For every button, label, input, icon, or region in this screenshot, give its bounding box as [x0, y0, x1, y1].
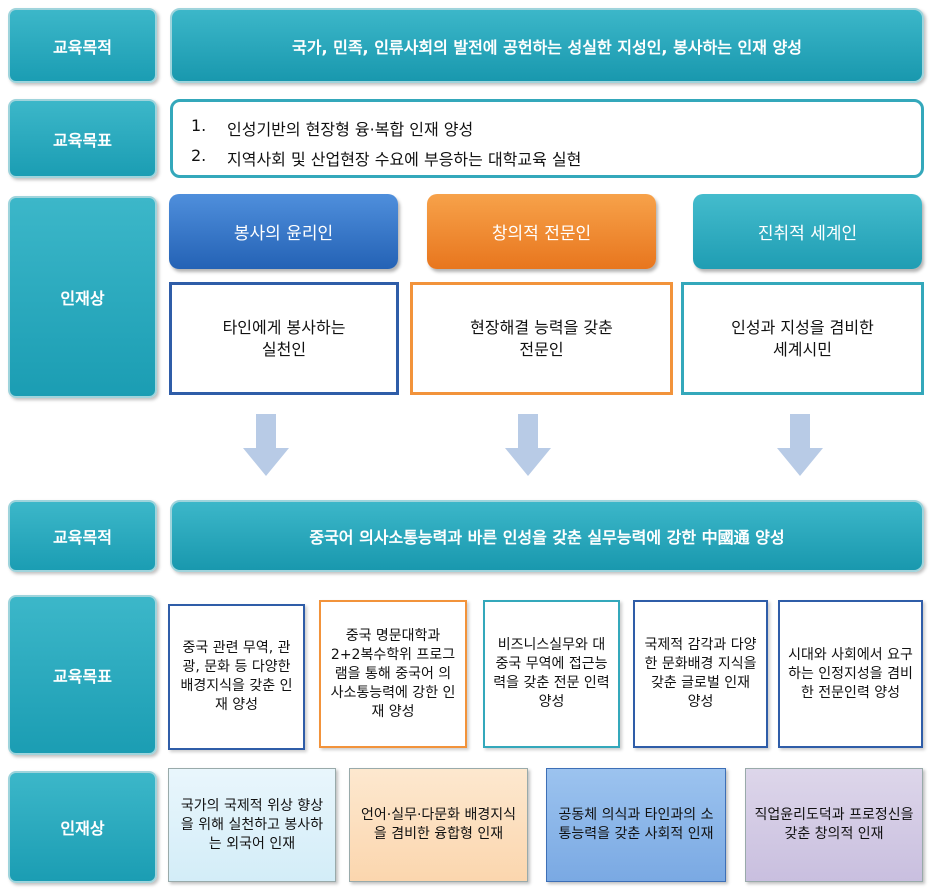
talent-title-global: 진취적 세계인 — [693, 194, 922, 269]
goal-item: 2.지역사회 및 산업현장 수요에 부응하는 대학교육 실현 — [191, 146, 582, 169]
down-arrow-icon — [505, 414, 551, 476]
university-purpose-banner: 국가, 민족, 인류사회의 발전에 공헌하는 성실한 지성인, 봉사하는 인재 … — [170, 8, 924, 83]
down-arrow-icon — [243, 414, 289, 476]
dept-purpose-banner: 중국어 의사소통능력과 바른 인성을 갖춘 실무능력에 강한 中國通 양성 — [170, 500, 924, 572]
university-goal-label: 교육목표 — [8, 99, 157, 178]
dept-talent-item: 언어·실무·다문화 배경지식을 겸비한 융합형 인재 — [349, 768, 528, 882]
talent-title-ethical: 봉사의 윤리인 — [169, 194, 398, 269]
dept-goal-item: 국제적 감각과 다양한 문화배경 지식을 갖춘 글로벌 인재 양성 — [633, 600, 768, 748]
university-purpose-label: 교육목적 — [8, 8, 157, 83]
talent-desc-global: 인성과 지성을 겸비한 세계시민 — [681, 282, 924, 395]
dept-goal-label: 교육목표 — [8, 595, 157, 755]
dept-goal-item: 중국 명문대학과 2+2복수학위 프로그램을 통해 중국어 의사소통능력에 강한… — [319, 600, 467, 748]
dept-talent-item: 직업윤리도덕과 프로정신을 갖춘 창의적 인재 — [745, 768, 923, 882]
dept-talent-label: 인재상 — [8, 771, 157, 883]
dept-goal-item: 중국 관련 무역, 관광, 문화 등 다양한 배경지식을 갖춘 인재 양성 — [168, 604, 305, 750]
dept-talent-item: 공동체 의식과 타인과의 소통능력을 갖춘 사회적 인재 — [546, 768, 726, 882]
university-talent-label: 인재상 — [8, 196, 157, 398]
talent-desc-creative: 현장해결 능력을 갖춘 전문인 — [410, 282, 673, 395]
down-arrow-icon — [777, 414, 823, 476]
dept-talent-item: 국가의 국제적 위상 향상을 위해 실천하고 봉사하는 외국어 인재 — [168, 768, 336, 882]
dept-goal-item: 비즈니스실무와 대중국 무역에 접근능력을 갖춘 전문 인력 양성 — [483, 600, 620, 748]
dept-purpose-label: 교육목적 — [8, 500, 157, 572]
goal-item: 1.인성기반의 현장형 융·복합 인재 양성 — [191, 116, 474, 139]
dept-goal-item: 시대와 사회에서 요구하는 인정지성을 겸비한 전문인력 양성 — [778, 600, 923, 748]
university-goal-list: 1.인성기반의 현장형 융·복합 인재 양성 2.지역사회 및 산업현장 수요에… — [170, 99, 924, 178]
talent-title-creative: 창의적 전문인 — [427, 194, 656, 269]
talent-desc-ethical: 타인에게 봉사하는 실천인 — [169, 282, 399, 395]
